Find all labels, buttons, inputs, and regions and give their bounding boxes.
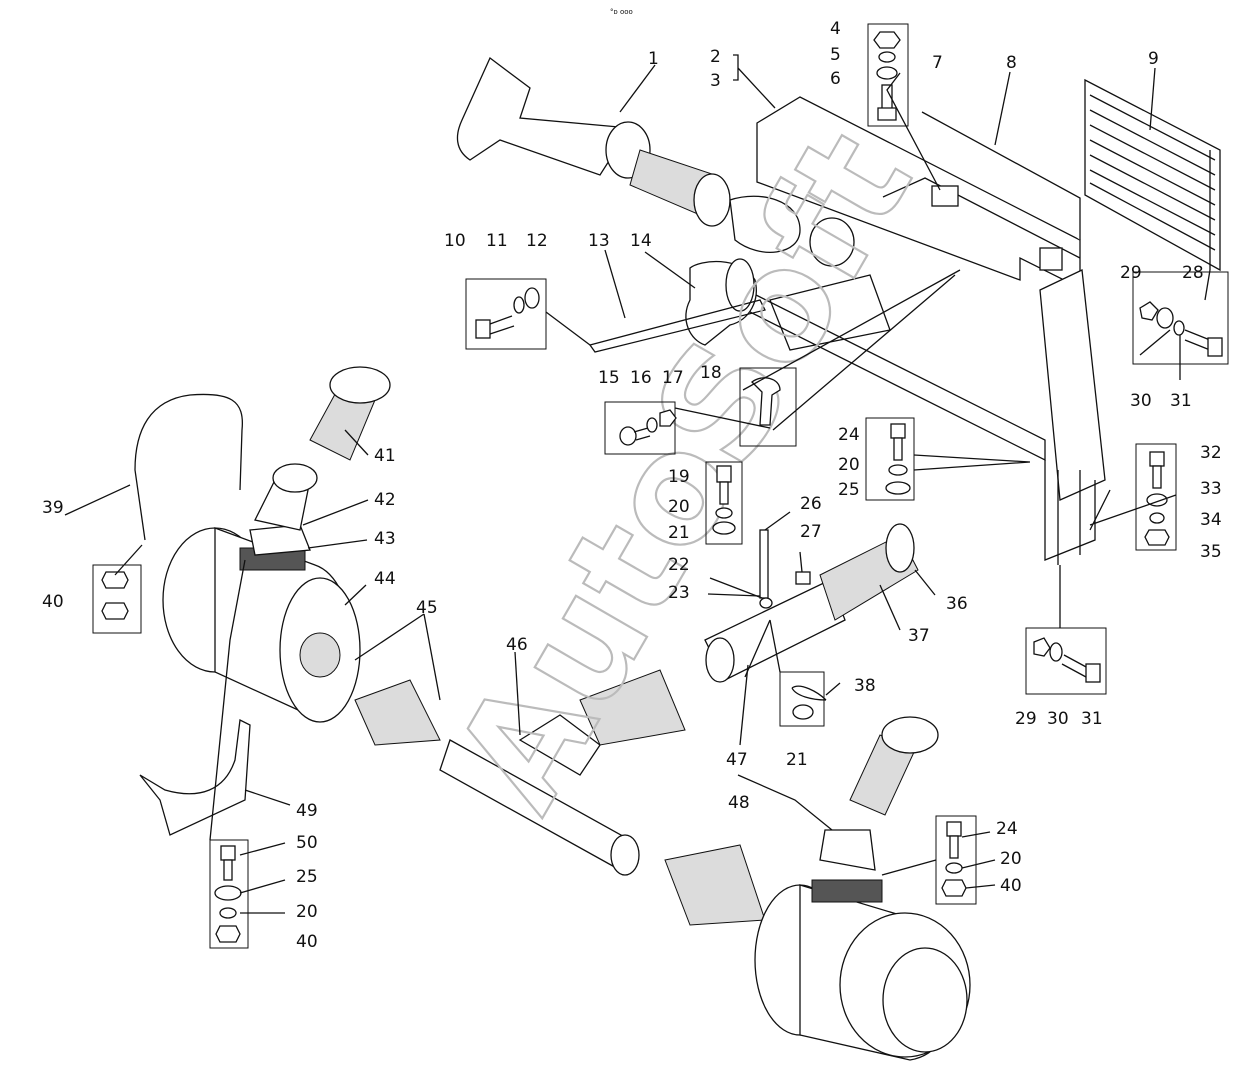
callout-33: 33 bbox=[1200, 479, 1222, 499]
callout-26: 26 bbox=[800, 494, 822, 514]
filter-left-intake-pipe bbox=[254, 366, 391, 531]
callout-35: 35 bbox=[1200, 542, 1222, 562]
callout-44: 44 bbox=[374, 569, 396, 589]
housing-box-assembly bbox=[749, 96, 1106, 565]
callout-31-a: 31 bbox=[1170, 391, 1192, 411]
callout-29-a: 29 bbox=[1120, 263, 1142, 283]
callout-32: 32 bbox=[1200, 443, 1222, 463]
callout-20-b: 20 bbox=[838, 455, 860, 475]
callout-20-c: 20 bbox=[296, 902, 318, 922]
callout-21-a: 21 bbox=[668, 523, 690, 543]
callout-labels: 1 2 3 4 5 6 7 8 9 10 11 12 13 14 15 16 1… bbox=[42, 19, 1222, 952]
box-4-7 bbox=[867, 23, 909, 127]
box-32-35 bbox=[1135, 443, 1177, 551]
leader-lines bbox=[64, 54, 1211, 914]
callout-36: 36 bbox=[946, 594, 968, 614]
callout-19: 19 bbox=[668, 467, 690, 487]
callout-20-a: 20 bbox=[668, 497, 690, 517]
callout-14: 14 bbox=[630, 231, 652, 251]
callout-20-d: 20 bbox=[1000, 849, 1022, 869]
box-40 bbox=[92, 564, 142, 634]
callout-39: 39 bbox=[42, 498, 64, 518]
box-15-17 bbox=[604, 401, 676, 455]
callout-18: 18 bbox=[700, 363, 722, 383]
callout-25-b: 25 bbox=[296, 867, 318, 887]
callout-9: 9 bbox=[1148, 49, 1159, 69]
callout-27: 27 bbox=[800, 522, 822, 542]
callout-38: 38 bbox=[854, 676, 876, 696]
callout-21-b: 21 bbox=[786, 750, 808, 770]
bracket-49 bbox=[139, 719, 251, 836]
callout-48: 48 bbox=[728, 793, 750, 813]
box-19-21 bbox=[705, 461, 743, 545]
callout-6: 6 bbox=[830, 69, 841, 89]
callout-4: 4 bbox=[830, 19, 841, 39]
callout-23: 23 bbox=[668, 583, 690, 603]
callout-17: 17 bbox=[662, 368, 684, 388]
callout-3: 3 bbox=[710, 71, 721, 91]
strap-39 bbox=[134, 393, 244, 541]
callout-30-a: 30 bbox=[1130, 391, 1152, 411]
box-18 bbox=[739, 367, 797, 447]
callout-7: 7 bbox=[932, 53, 943, 73]
callout-45: 45 bbox=[416, 598, 438, 618]
intake-pipe-upper bbox=[456, 56, 801, 253]
elbow-14 bbox=[588, 258, 766, 353]
callout-29-b: 29 bbox=[1015, 709, 1037, 729]
callout-49: 49 bbox=[296, 801, 318, 821]
main-pipe-46 bbox=[354, 669, 766, 926]
callout-34: 34 bbox=[1200, 510, 1222, 530]
callout-40-c: 40 bbox=[1000, 876, 1022, 896]
air-filter-right bbox=[754, 716, 971, 1061]
callout-24-a: 24 bbox=[838, 425, 860, 445]
box-24-25 bbox=[865, 417, 915, 501]
box-10-12 bbox=[465, 278, 547, 350]
callout-5: 5 bbox=[830, 45, 841, 65]
callout-10: 10 bbox=[444, 231, 466, 251]
box-38-21 bbox=[779, 671, 825, 727]
callout-16: 16 bbox=[630, 368, 652, 388]
callout-43: 43 bbox=[374, 529, 396, 549]
callout-8: 8 bbox=[1006, 53, 1017, 73]
callout-22: 22 bbox=[668, 555, 690, 575]
fasteners bbox=[101, 31, 1223, 943]
callout-28: 28 bbox=[1182, 263, 1204, 283]
callout-15: 15 bbox=[598, 368, 620, 388]
callout-11: 11 bbox=[486, 231, 508, 251]
box-50-40 bbox=[209, 839, 249, 949]
callout-40-b: 40 bbox=[296, 932, 318, 952]
callout-47: 47 bbox=[726, 750, 748, 770]
callout-24-b: 24 bbox=[996, 819, 1018, 839]
callout-37: 37 bbox=[908, 626, 930, 646]
callout-50: 50 bbox=[296, 833, 318, 853]
callout-46: 46 bbox=[506, 635, 528, 655]
air-filter-left bbox=[162, 524, 361, 723]
callout-1: 1 bbox=[648, 49, 659, 69]
callout-30-b: 30 bbox=[1047, 709, 1069, 729]
callout-41: 41 bbox=[374, 446, 396, 466]
callout-40-a: 40 bbox=[42, 592, 64, 612]
callout-31-b: 31 bbox=[1081, 709, 1103, 729]
header-mark: °ᴅ ooo bbox=[610, 8, 633, 16]
grille-part bbox=[1084, 78, 1221, 272]
callout-25-a: 25 bbox=[838, 480, 860, 500]
callout-13: 13 bbox=[588, 231, 610, 251]
callout-42: 42 bbox=[374, 490, 396, 510]
callout-2: 2 bbox=[710, 47, 721, 67]
callout-12: 12 bbox=[526, 231, 548, 251]
pipe-47-bellows bbox=[704, 523, 919, 683]
box-29-31-lower bbox=[1025, 627, 1107, 695]
